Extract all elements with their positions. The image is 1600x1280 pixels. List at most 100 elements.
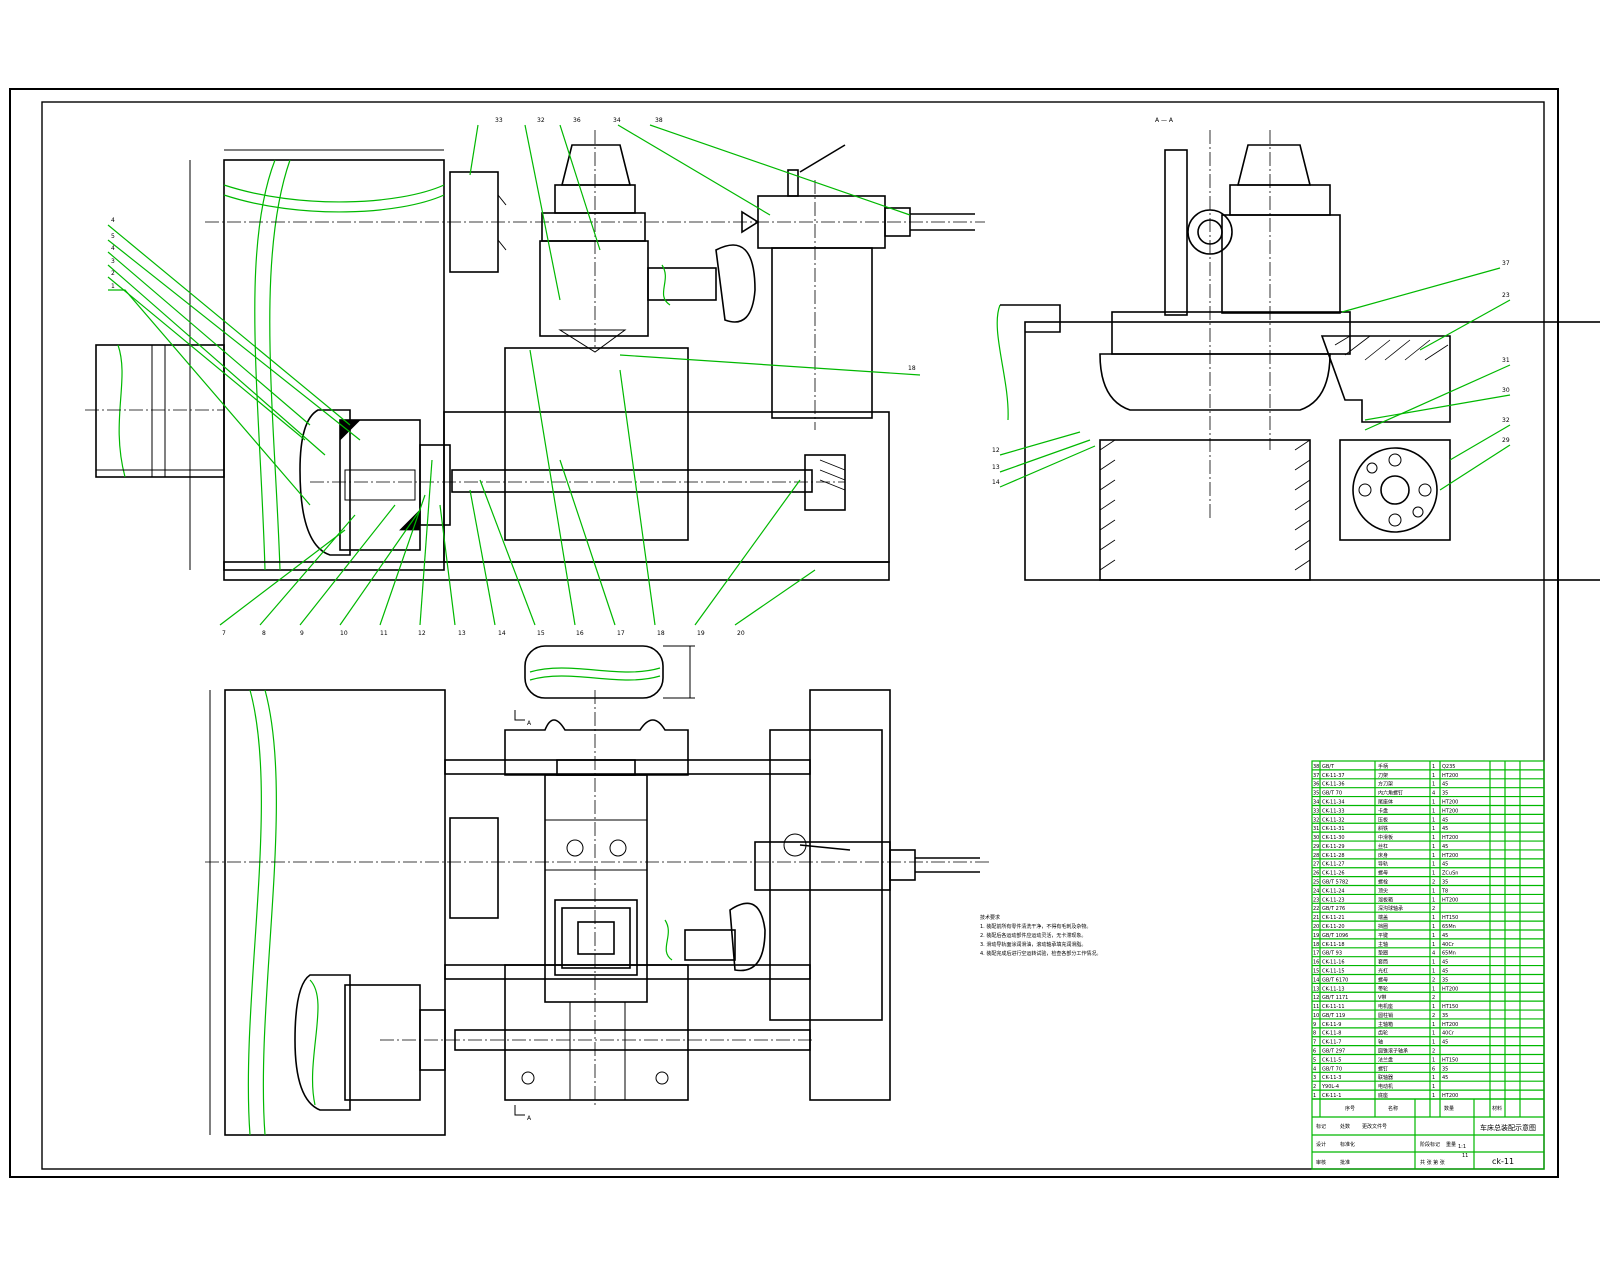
sign-cell: 审核: [1316, 1159, 1326, 1166]
part-label: 37: [1502, 260, 1510, 267]
bom-cell-name: 轴: [1378, 1039, 1383, 1046]
bom-cell-no: 34: [1313, 799, 1319, 805]
drawing-code: ck-11: [1492, 1157, 1514, 1166]
part-label: 32: [1502, 417, 1510, 424]
bom-cell-mat: HT150: [1442, 1004, 1458, 1010]
bom-cell-name: 尾座体: [1378, 798, 1393, 805]
bom-cell-mat: 35: [1442, 1013, 1448, 1019]
bom-cell-qty: 1: [1432, 1084, 1435, 1090]
bom-cell-name: 平键: [1378, 932, 1388, 939]
part-label: 36: [573, 117, 581, 124]
bom-cell-qty: 1: [1432, 1075, 1435, 1081]
bom-header-name: 名称: [1388, 1105, 1398, 1112]
bom-cell-mat: HT150: [1442, 915, 1458, 921]
bom-cell-qty: 1: [1432, 1057, 1435, 1063]
bom-cell-mat: 45: [1442, 1040, 1448, 1046]
bom-cell-no: 35: [1313, 791, 1319, 797]
bom-cell-no: 1: [1313, 1093, 1316, 1099]
part-label: 8: [262, 630, 266, 637]
note-line: 2. 装配后各运动部件应运动灵活，无卡滞现象。: [980, 933, 1087, 939]
bom-cell-code: CK-11-26: [1322, 871, 1345, 877]
bom-cell-no: 38: [1313, 764, 1319, 770]
bom-cell-qty: 2: [1432, 995, 1435, 1001]
bom-cell-no: 16: [1313, 960, 1319, 966]
bom-cell-name: 内六角螺钉: [1378, 790, 1403, 797]
bom-cell-code: CK-11-29: [1322, 844, 1345, 850]
bom-cell-qty: 1: [1432, 1040, 1435, 1046]
bom-cell-code: CK-11-33: [1322, 808, 1345, 814]
bom-cell-code: CK-11-36: [1322, 782, 1345, 788]
bom-cell-no: 24: [1313, 888, 1319, 894]
bom-cell-no: 30: [1313, 835, 1319, 841]
bom-cell-qty: 1: [1432, 782, 1435, 788]
bom-cell-name: 圆锥滚子轴承: [1378, 1048, 1408, 1055]
bom-cell-mat: 45: [1442, 1075, 1448, 1081]
part-label: 1: [111, 283, 115, 290]
part-label: 38: [655, 117, 663, 124]
bom-header-qty: 数量: [1444, 1105, 1454, 1112]
note-line: 3. 滑动导轨面涂润滑油，滚动轴承填充润滑脂。: [980, 942, 1087, 948]
bom-cell-code: CK-11-27: [1322, 862, 1345, 868]
bom-cell-code: CK-11-28: [1322, 853, 1345, 859]
bom-cell-name: 主轴: [1378, 941, 1388, 948]
bom-cell-no: 31: [1313, 826, 1319, 832]
bom-cell-qty: 2: [1432, 1049, 1435, 1055]
sign-cell: 共 张 第 张: [1420, 1159, 1445, 1166]
bom-cell-no: 7: [1313, 1040, 1316, 1046]
outer-border: [9, 88, 1559, 1178]
bom-cell-name: 丝杠: [1378, 843, 1388, 850]
top-view: A A: [205, 645, 990, 1136]
bom-cell-qty: 2: [1432, 906, 1435, 912]
bom-cell-name: 溜板箱: [1378, 896, 1393, 903]
part-label: 33: [495, 117, 503, 124]
bom-cell-name: 圆柱销: [1378, 1012, 1393, 1019]
part-label: 13: [992, 464, 1000, 471]
bom-cell-code: GB/T 70: [1322, 791, 1342, 797]
front-view: [85, 124, 985, 626]
bom-cell-qty: 1: [1432, 1022, 1435, 1028]
bom-cell-name: 深沟球轴承: [1378, 905, 1403, 912]
bom-cell-mat: 45: [1442, 844, 1448, 850]
bom-cell-name: 主轴箱: [1378, 1021, 1393, 1028]
bom-cell-mat: T8: [1441, 888, 1448, 894]
bom-cell-mat: 35: [1442, 791, 1448, 797]
bom-cell-no: 5: [1313, 1057, 1316, 1063]
bom-cell-name: 法兰盘: [1378, 1056, 1393, 1063]
bom-cell-name: 挡圈: [1378, 923, 1388, 930]
bom-cell-mat: 45: [1442, 933, 1448, 939]
bom-cell-mat: HT200: [1442, 799, 1458, 805]
bom-cell-code: CK-11-31: [1322, 826, 1345, 832]
bom-cell-mat: HT200: [1442, 808, 1458, 814]
bom-header-no: 序号: [1345, 1105, 1355, 1112]
bom-cell-qty: 1: [1432, 960, 1435, 966]
part-label: 7: [222, 630, 226, 637]
part-label: 30: [1502, 387, 1510, 394]
bom-cell-mat: 45: [1442, 960, 1448, 966]
bom-cell-code: GB/T 119: [1322, 1013, 1345, 1019]
bom-header-mat: 材料: [1492, 1105, 1502, 1112]
bom-cell-code: CK-11-21: [1322, 915, 1345, 921]
bom-cell-code: CK-11-11: [1322, 1004, 1345, 1010]
bom-cell-mat: 45: [1442, 782, 1448, 788]
bom-cell-no: 19: [1313, 933, 1319, 939]
bom-cell-qty: 1: [1432, 1031, 1435, 1037]
bom-cell-qty: 1: [1432, 862, 1435, 868]
bom-cell-name: 中滑板: [1378, 834, 1393, 841]
part-label: 14: [498, 630, 506, 637]
bom-cell-qty: 1: [1432, 844, 1435, 850]
bom-cell-code: CK-11-37: [1322, 773, 1345, 779]
bom-cell-mat: 40Cr: [1442, 1031, 1455, 1037]
bom-cell-no: 3: [1313, 1075, 1316, 1081]
bom-cell-code: GB/T 297: [1322, 1049, 1345, 1055]
bom-cell-name: 斜铁: [1378, 825, 1388, 832]
bom-cell-no: 27: [1313, 862, 1319, 868]
bom-cell-qty: 1: [1432, 924, 1435, 930]
bom-cell-code: CK-11-13: [1322, 986, 1345, 992]
bom-cell-code: CK-11-7: [1322, 1040, 1341, 1046]
part-label: 12: [992, 447, 1000, 454]
bom-cell-no: 14: [1313, 977, 1319, 983]
bom-cell-code: GB/T 5782: [1322, 880, 1348, 886]
bom-cell-mat: 35: [1442, 1066, 1448, 1072]
bom-cell-code: CK-11-9: [1322, 1022, 1341, 1028]
